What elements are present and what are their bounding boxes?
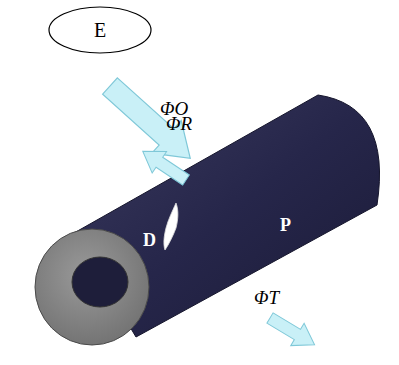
source-ellipse: E xyxy=(48,6,152,54)
pipe-label: P xyxy=(280,216,291,234)
flux-label: ΦR xyxy=(166,114,192,133)
transmitted-arrow xyxy=(263,307,321,356)
reflected-arrow xyxy=(136,140,194,190)
crack-defect xyxy=(164,203,178,250)
pipe-end xyxy=(35,229,149,345)
node-label: E xyxy=(94,19,106,42)
flux-label: ΦT xyxy=(254,288,279,307)
defect-label: D xyxy=(143,231,156,249)
pipe-bore xyxy=(72,257,128,307)
